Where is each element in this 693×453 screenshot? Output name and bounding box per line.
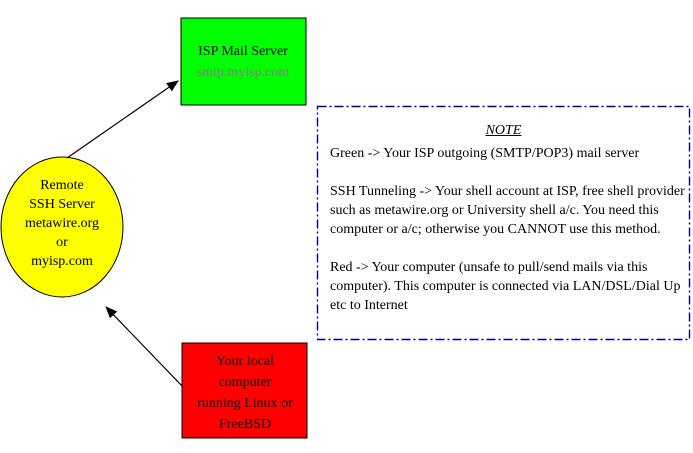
ssh-server-ellipse xyxy=(0,156,124,298)
note-panel: NOTE Green -> Your ISP outgoing (SMTP/PO… xyxy=(317,106,690,340)
note-paragraph-red: Red -> Your computer (unsafe to pull/sen… xyxy=(330,260,681,313)
note-border xyxy=(316,105,691,341)
mail-server-title: ISP Mail Server xyxy=(198,44,288,59)
mail-server-node: ISP Mail Server smtp.myisp.com xyxy=(180,17,307,106)
local-computer-label-line-4: FreeBSD xyxy=(219,417,271,432)
mail-server-box xyxy=(180,17,307,106)
arrow-ssh-to-mail-server xyxy=(66,80,179,159)
local-computer-label-line-2: computer xyxy=(219,375,272,390)
arrow-local-to-ssh-server xyxy=(105,306,184,388)
ssh-server-label-line-3: metawire.org xyxy=(25,216,99,231)
local-computer-box xyxy=(181,342,308,439)
ssh-server-label-line-2: SSH Server xyxy=(29,197,95,212)
ssh-server-label-line-1: Remote xyxy=(40,178,84,193)
ssh-server-label-line-5: myisp.com xyxy=(31,254,93,269)
local-computer-label-line-1: Your local xyxy=(216,354,274,369)
mail-server-hostname: smtp.myisp.com xyxy=(197,65,290,80)
note-title: NOTE xyxy=(485,123,522,138)
local-computer-label-line-3: running Linux or xyxy=(197,396,293,411)
ssh-server-label-line-4: or xyxy=(56,235,68,250)
note-body: Green -> Your ISP outgoing (SMTP/POP3) m… xyxy=(330,144,690,315)
note-paragraph-ssh: SSH Tunneling -> Your shell account at I… xyxy=(330,184,685,237)
local-computer-label: Your local computer running Linux or FreeBS… xyxy=(197,354,293,432)
note-paragraph-green: Green -> Your ISP outgoing (SMTP/POP3) m… xyxy=(330,146,640,161)
local-computer-node: Your local computer running Linux or FreeBS… xyxy=(181,342,308,439)
